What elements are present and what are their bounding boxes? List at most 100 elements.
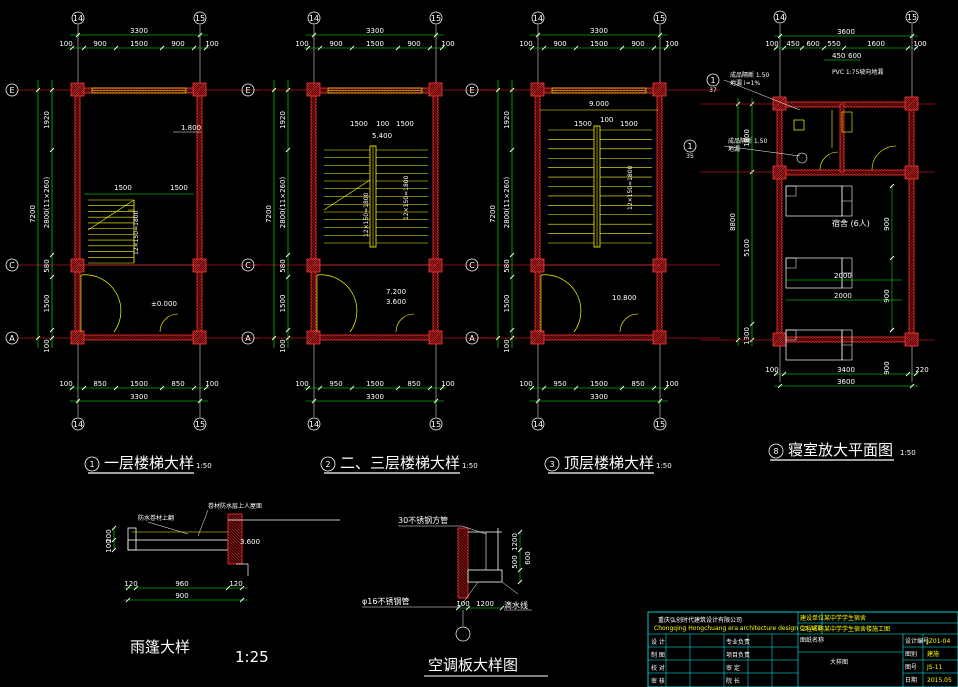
wall-right-hatch [656,184,663,191]
wall-left-hatch [74,139,81,146]
axis-bubble-bottom-left-label: 14 [533,420,543,429]
axis-bubble-top-right-label: 15 [195,14,205,23]
dim-bottom-seg: 1500 [366,380,384,388]
wall-left-hatch [74,277,81,284]
dim-inner: 1500 [350,120,368,128]
elev-label: 1.800 [181,124,201,132]
column-5-hatch [904,332,918,346]
dim-top-seg: 900 [407,40,420,48]
wall-top-hatch [795,101,802,108]
wall-bottom-hatch [864,336,871,343]
wall-left-hatch [534,214,541,221]
wall-bottom-hatch [359,334,366,341]
column-1-hatch [906,98,919,111]
wall-bottom-hatch [891,336,898,343]
door-arc-2 [395,313,415,333]
wall-right-hatch [908,288,915,295]
column-3-hatch [192,258,198,264]
wall-mid-hatch [858,169,865,176]
wall-bottom-hatch [849,336,856,343]
dim-tick [535,32,541,38]
column-5-hatch [916,344,919,347]
wall-bottom-hatch [395,334,402,341]
dim-tick [427,385,433,391]
wall-right-hatch [656,187,663,194]
axis-bubble-row-E-label: E [469,86,474,95]
wall-left-hatch [534,271,541,278]
canopy-wall-hatch [227,536,243,552]
wall-left-hatch [776,120,783,127]
wall-right-hatch [432,205,439,212]
canopy-wall-hatch [227,518,243,534]
wall-mid-hatch [891,169,898,176]
wall-bottom-hatch [344,334,351,341]
num-val: JS-11 [926,664,943,671]
dim-total: 900 [175,592,188,600]
ac-wall-hatch [457,552,469,564]
wall-bath-hatch [839,153,845,159]
wall-bath-hatch [839,168,844,173]
wall-left-hatch [74,283,81,290]
wall-right-hatch [432,202,439,209]
wall-right-hatch [196,157,203,164]
door-arc [540,274,582,333]
column-2-hatch [530,258,538,266]
wall-right-hatch [656,154,663,161]
wall-bottom-hatch [326,334,333,341]
column-2-hatch [772,165,778,171]
wall-left-hatch [74,151,81,158]
column-1-hatch [652,82,662,92]
column-5-hatch [652,330,666,344]
wall-right-hatch [908,267,915,274]
code-label: 设计编号 [905,637,929,645]
wall-bottom-hatch [610,334,617,341]
wall-bottom-hatch [398,334,405,341]
wall-bottom-hatch [825,336,832,343]
wall-bath-hatch [839,138,845,144]
dim-top-seg: 600 [806,40,819,48]
column-5-hatch [652,330,660,338]
wall-bottom-hatch [574,334,581,341]
wall-right-hatch [656,322,663,329]
wall-right-hatch [908,234,915,241]
wall-right-hatch [196,286,203,293]
column-4-hatch [312,336,321,345]
wall-left-hatch [310,217,317,224]
wall-right-hatch [432,280,439,287]
wall-left-hatch [776,156,783,163]
dim-tick [69,45,75,51]
wall-bottom-hatch [323,334,330,341]
stair-note: 12×150=1800 [403,175,410,220]
column-1-hatch [428,82,434,88]
wall-right-hatch [908,150,915,157]
wall-right-hatch [432,136,439,143]
room-door-arc [871,145,897,171]
wall-bottom-hatch [186,334,193,341]
dim-tick [159,45,165,51]
column-1-hatch [652,82,667,97]
dim-tick [285,87,291,93]
column-3-hatch [904,165,918,179]
dim-tick [49,87,55,93]
wall-left-hatch [534,169,541,176]
ac-wall-hatch [457,567,469,579]
column-3-hatch [916,177,919,180]
dim-tick [49,274,55,280]
column-5-hatch [192,330,207,345]
wall-mid-hatch [885,169,892,176]
wall-right-hatch [432,316,439,323]
column-0-hatch [306,82,310,86]
column-3-hatch [904,165,908,169]
column-3 [904,165,919,180]
column-3-hatch [904,165,919,180]
wall-left-hatch [534,253,541,260]
column-1-hatch [428,82,438,92]
axis-bubble-top-left-label: 14 [775,13,785,22]
ac-wall-hatch [457,564,469,576]
axis-bubble-top-right-circle [653,11,667,25]
plan-scale: 1:50 [462,462,478,470]
wall-right-hatch [196,196,203,203]
wall-left-hatch [74,181,81,188]
column-4-hatch [772,332,784,344]
column-3-hatch [660,266,667,273]
